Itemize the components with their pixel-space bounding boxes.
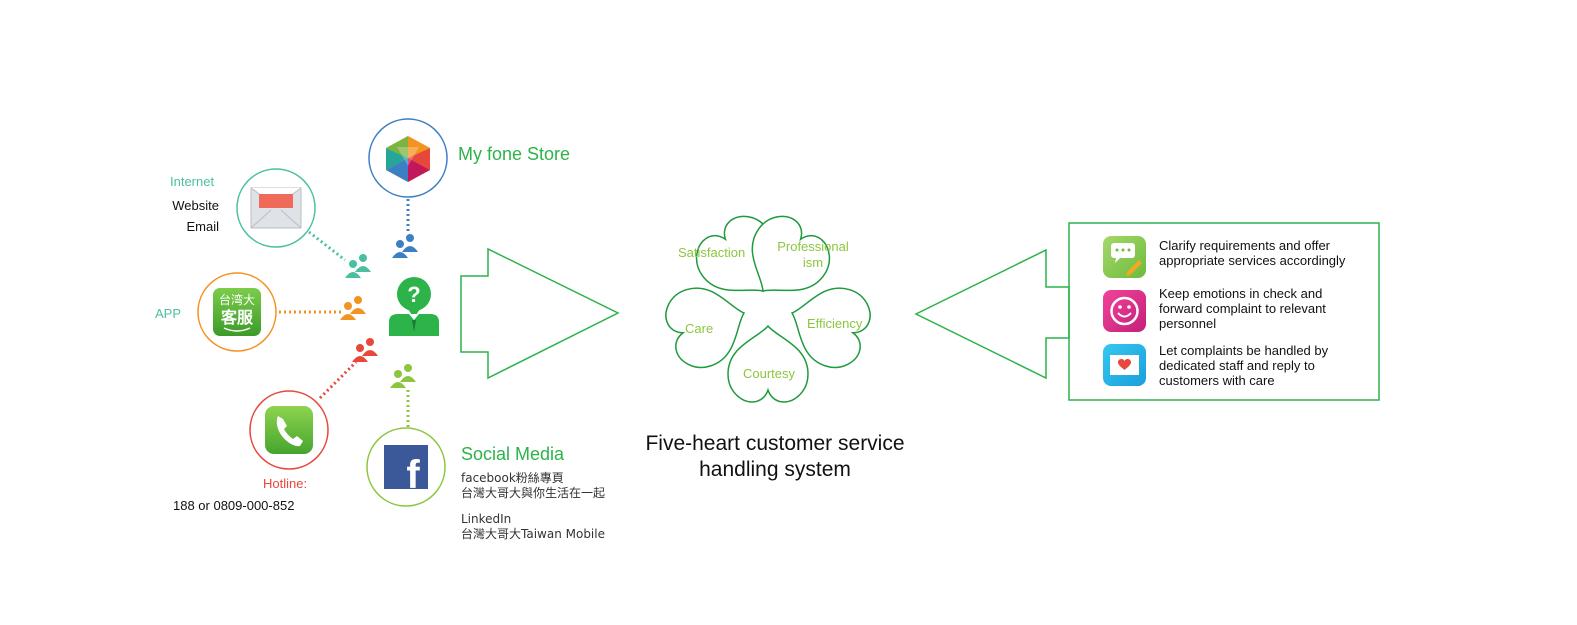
people-icon-internet [345,254,371,278]
internet-channel [236,168,316,248]
store-label: My fone Store [458,144,571,164]
phone-icon [265,406,313,454]
linkedin-label: LinkedIn [461,512,512,526]
chat-edit-icon [1103,236,1146,278]
people-icon-hotline [352,338,378,362]
facebook-page-label: facebook粉絲專頁 [461,471,564,485]
app-icon-text-2: 客服 [221,308,254,327]
people-icon-app [340,296,366,320]
internet-email-label: Email [186,219,219,234]
system-title-line1: Five-heart customer service [645,432,905,455]
heart-label-professionalism-line2: ism [802,255,824,271]
app-channel: 台湾大 客服 [197,272,277,352]
agent-question-mark: ? [407,282,420,307]
app-icon [213,288,261,336]
people-icon-social [390,364,416,388]
heart-label-courtesy: Courtesy [743,366,796,381]
action-text-3: Let complaints be handled by dedicated s… [1159,343,1329,388]
action-text-2: Keep emotions in check and forward compl… [1159,286,1326,331]
heart-label-professionalism-line1: Professional [777,239,849,254]
heart-label-care: Care [685,321,714,336]
heart-label-professionalism: Professional ism [772,239,854,272]
hotline-channel [249,390,329,470]
heart-letter-icon [1103,344,1146,386]
heart-courtesy [727,325,809,403]
people-icon-store [392,234,418,258]
colorful-globe-icon [386,136,430,182]
hotline-heading: Hotline: [263,476,308,491]
svg-text:f: f [406,453,420,497]
action-text-1: Clarify requirements and offer appropria… [1159,238,1346,268]
smiley-icon [1103,290,1146,332]
social-heading: Social Media [461,444,565,464]
hotline-numbers: 188 or 0809-000-852 [173,498,295,513]
input-arrow [460,247,620,380]
internet-heading: Internet [170,174,215,189]
facebook-icon [384,445,428,489]
hotline-connector [318,360,358,400]
linkedin-name: 台灣大哥大Taiwan Mobile [461,527,605,541]
system-title-line2: handling system [699,458,851,481]
output-arrow [914,248,1070,380]
social-channel: f [366,427,446,507]
internet-connector [308,230,346,262]
facebook-page-name: 台灣大哥大與你生活在一起 [461,486,606,500]
actions-box [1068,222,1380,401]
store-channel [368,118,448,198]
customer-service-agent-icon: ? [389,277,439,336]
internet-website-label: Website [172,198,219,213]
app-icon-text-1: 台湾大 [219,292,255,307]
heart-label-satisfaction: Satisfaction [678,245,746,260]
email-envelope-icon [250,187,302,229]
heart-label-efficiency: Efficiency [807,316,863,331]
app-label: APP [155,306,182,321]
